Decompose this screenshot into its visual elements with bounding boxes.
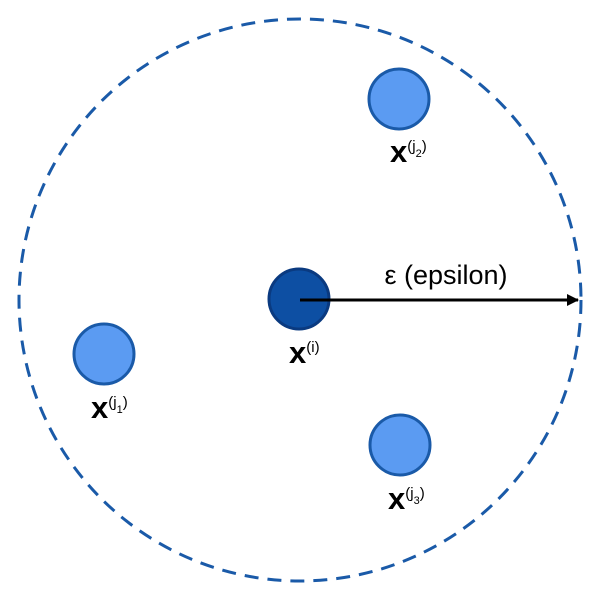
neighbor-label-j3-sup-close: ) (420, 485, 425, 502)
neighbor-point-j1 (72, 322, 136, 386)
neighbor-point-j2 (367, 67, 431, 131)
center-label-i-superscript: (i) (306, 339, 319, 356)
epsilon-neighborhood-circle (17, 17, 583, 583)
neighbor-label-j1: x(j1) (91, 390, 128, 425)
epsilon-label: ε (epsilon) (384, 260, 507, 290)
neighbor-label-j2-sup-open: (j (407, 138, 415, 155)
neighbor-label-j1-sub: 1 (117, 404, 123, 416)
neighbor-label-j3: x(j3) (388, 481, 425, 516)
neighbor-label-j2: x(j2) (390, 134, 427, 169)
center-label-i: x(i) (289, 335, 320, 370)
neighbor-label-j3-symbol: x (388, 481, 406, 516)
neighbor-label-j3-sup-open: (j (405, 485, 413, 502)
neighbor-label-j2-sub: 2 (416, 148, 422, 160)
center-label-i-symbol: x (289, 335, 307, 370)
neighbor-label-j1-sup-close: ) (123, 394, 128, 411)
neighbor-point-j3 (368, 413, 432, 477)
neighbor-label-j2-sup-close: ) (422, 138, 427, 155)
neighbor-label-j1-symbol: x (91, 390, 109, 425)
neighbor-label-j1-sup-open: (j (108, 394, 116, 411)
neighbor-label-j2-symbol: x (390, 134, 408, 169)
neighbor-label-j3-sub: 3 (414, 495, 420, 507)
